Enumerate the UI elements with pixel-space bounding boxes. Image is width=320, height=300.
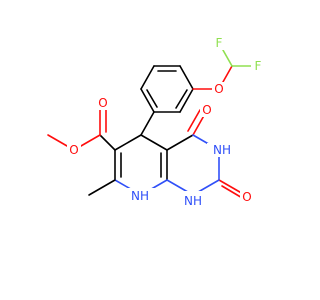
atom-label-f1: F [216, 36, 223, 50]
bond-benzene-6 [140, 65, 155, 90]
atom-o-ester-single: O [67, 143, 81, 157]
bond-benzene-5 [140, 88, 155, 113]
bond-c4a-c4 [166, 134, 194, 151]
bond-benzene-3 [179, 88, 194, 113]
molecule-diagram: F F O O O O O NH [47, 36, 263, 217]
atom-label-n1h: NH [184, 194, 202, 208]
bond-benzene-2 [179, 65, 194, 90]
atom-label-f2: F [255, 59, 262, 73]
atom-label-o-c4: O [202, 103, 211, 117]
atom-label-n8h: NH [131, 189, 149, 203]
atom-n3h: NH [207, 143, 233, 157]
atom-n8h: NH [125, 188, 155, 204]
bonds [47, 42, 259, 200]
atom-f1: F [213, 36, 225, 50]
atom-label-o-c2: O [242, 190, 251, 204]
atom-o-c2: O [240, 190, 254, 204]
atom-label-n3h: NH [213, 143, 231, 157]
bond-c5-c6 [114, 134, 142, 151]
bond-benzene-inner-2 [175, 89, 188, 109]
atom-o-ester-carbonyl: O [96, 96, 110, 110]
atom-o-ether: O [212, 82, 226, 96]
atom-n1h: NH [178, 191, 206, 217]
atom-label-o-ether: O [214, 82, 223, 96]
bond-c7-methyl [88, 179, 116, 196]
atom-o-c4: O [200, 103, 214, 117]
bond-c6-ester-c [99, 134, 116, 151]
bond-benzene-inner-3 [146, 89, 158, 108]
atom-label-o-ester-single: O [69, 143, 78, 157]
atoms: F F O O O O O NH [67, 36, 263, 217]
atom-label-o-ester-carbonyl: O [98, 96, 107, 110]
atom-f2: F [251, 59, 263, 73]
bond-c4-o-double-2 [187, 109, 201, 132]
bond-c5-aryl [140, 111, 155, 136]
bond-c4a-c5 [140, 134, 168, 151]
